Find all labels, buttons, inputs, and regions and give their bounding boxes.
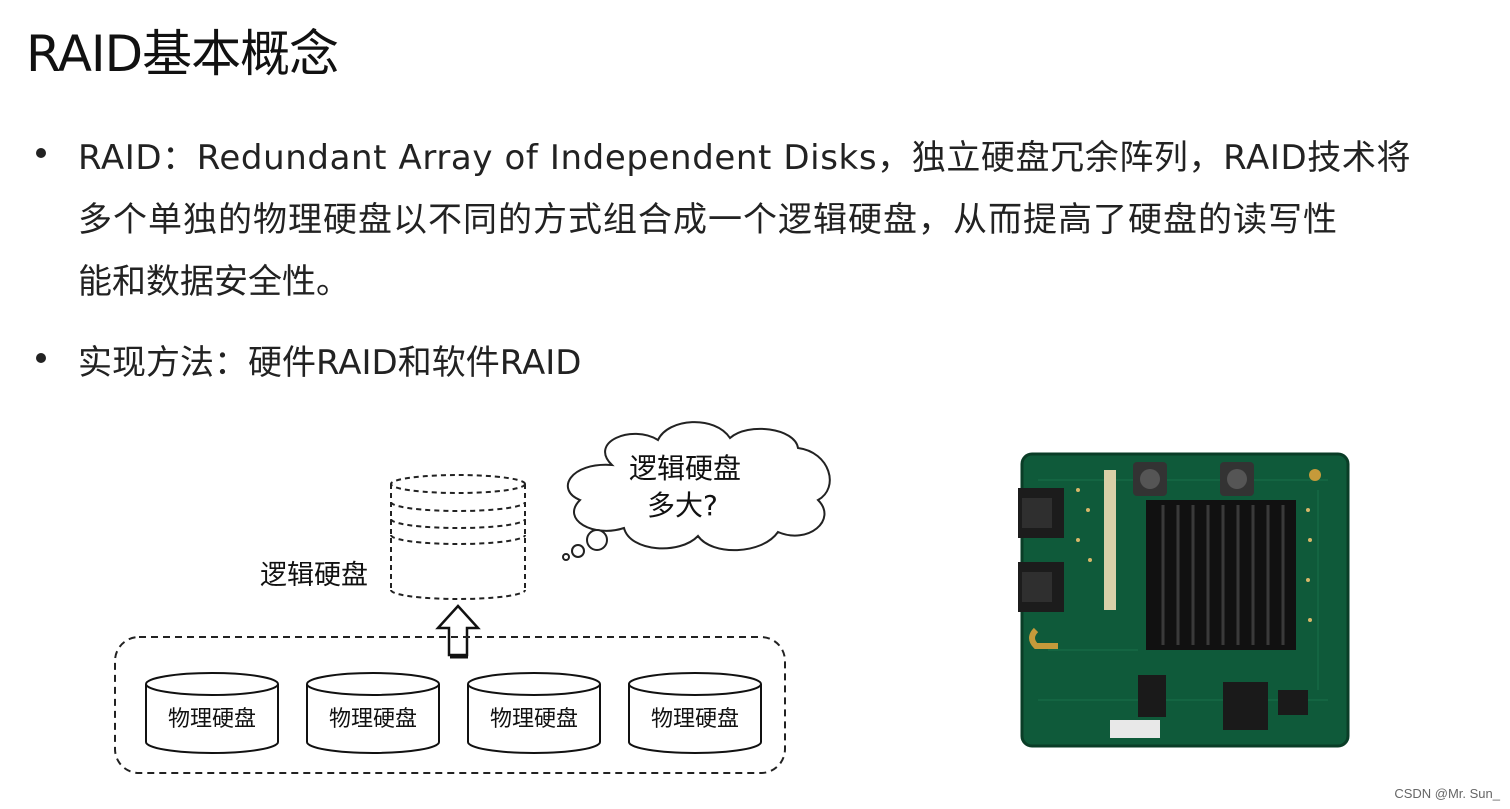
thought-cloud <box>562 421 831 561</box>
bullet-1-line-3: 能和数据安全性。 <box>78 262 350 302</box>
csdn-watermark: CSDN @Mr. Sun_ <box>1394 786 1500 801</box>
bullet-dot-2 <box>36 353 46 363</box>
bullet-2-line-1: 实现方法：硬件RAID和软件RAID <box>78 343 582 383</box>
cloud-text-line-1: 逻辑硬盘 <box>629 452 741 485</box>
bullet-dot-1 <box>36 148 46 158</box>
physical-disk-label-2: 物理硬盘 <box>329 707 417 732</box>
physical-disk-label-3: 物理硬盘 <box>490 707 578 732</box>
up-arrow-icon <box>435 604 481 657</box>
physical-disk-2 <box>306 672 440 754</box>
physical-disk-group <box>114 636 786 774</box>
raid-card-photo <box>1018 452 1350 748</box>
physical-disk-1 <box>145 672 279 754</box>
slide-title: RAID基本概念 <box>26 25 339 83</box>
logical-disk-label: 逻辑硬盘 <box>260 560 368 591</box>
cloud-text-line-2: 多大? <box>647 489 718 522</box>
bullet-1-line-1: RAID：Redundant Array of Independent Disk… <box>78 138 1412 178</box>
physical-disk-4 <box>628 672 762 754</box>
raid-diagram: 逻辑硬盘 逻辑硬盘 多大? 物理硬盘 物理硬盘 物理硬盘 物理硬盘 <box>114 421 831 774</box>
physical-disk-3 <box>467 672 601 754</box>
physical-disk-label-1: 物理硬盘 <box>168 707 256 732</box>
logical-disk-cylinder <box>390 474 526 600</box>
physical-disk-label-4: 物理硬盘 <box>651 707 739 732</box>
bullet-1-line-2: 多个单独的物理硬盘以不同的方式组合成一个逻辑硬盘，从而提高了硬盘的读写性 <box>78 200 1338 240</box>
